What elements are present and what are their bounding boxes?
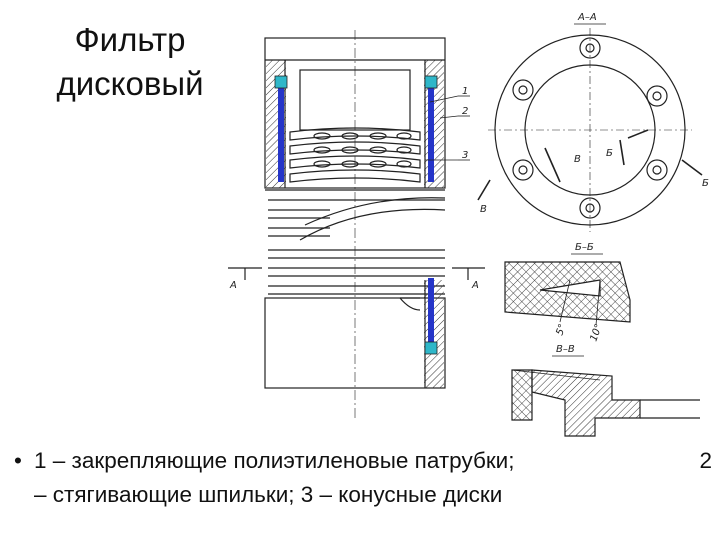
slide-title-line1: Фильтр bbox=[74, 21, 186, 58]
conical-discs-upper bbox=[289, 127, 421, 183]
callout-3: 3 bbox=[462, 150, 468, 161]
angle-5: 5° bbox=[554, 323, 568, 337]
callout-2: 2 bbox=[462, 106, 468, 117]
section-aa-ring bbox=[477, 28, 703, 232]
callouts bbox=[425, 95, 470, 161]
nut-icon bbox=[424, 75, 438, 89]
conical-discs-middle bbox=[265, 189, 446, 295]
filter-main-view bbox=[264, 30, 446, 420]
section-vv-view bbox=[511, 369, 700, 437]
caption-bullet: • bbox=[14, 448, 22, 473]
section-a-markers bbox=[228, 267, 485, 280]
caption-next-number: 2 bbox=[699, 448, 712, 473]
label-b-inner: Б bbox=[606, 148, 613, 159]
nut-icon bbox=[274, 75, 288, 89]
label-v-outer: В bbox=[480, 204, 487, 215]
slide-title: Фильтр дисковый bbox=[40, 18, 220, 106]
label-a-right: А bbox=[471, 280, 479, 291]
slide-title-line2: дисковый bbox=[56, 65, 204, 102]
label-a-left: А bbox=[229, 280, 237, 291]
tie-studs bbox=[274, 75, 438, 355]
callout-1: 1 bbox=[462, 86, 468, 97]
label-b-outer: Б bbox=[702, 178, 709, 189]
section-vv-title: В–В bbox=[556, 344, 575, 355]
section-aa-title: А–А bbox=[577, 12, 597, 23]
label-v-inner: В bbox=[574, 154, 581, 165]
angle-10: 10° bbox=[588, 323, 604, 343]
caption-line1: 1 – закрепляющие полиэтиленовые патрубки… bbox=[34, 448, 515, 473]
section-bb-view bbox=[504, 261, 631, 326]
nut-icon bbox=[424, 341, 438, 355]
bolt-holes bbox=[512, 37, 668, 219]
caption-line2: – стягивающие шпильки; 3 – конусные диск… bbox=[34, 482, 503, 507]
section-bb-title: Б–Б bbox=[575, 242, 594, 253]
